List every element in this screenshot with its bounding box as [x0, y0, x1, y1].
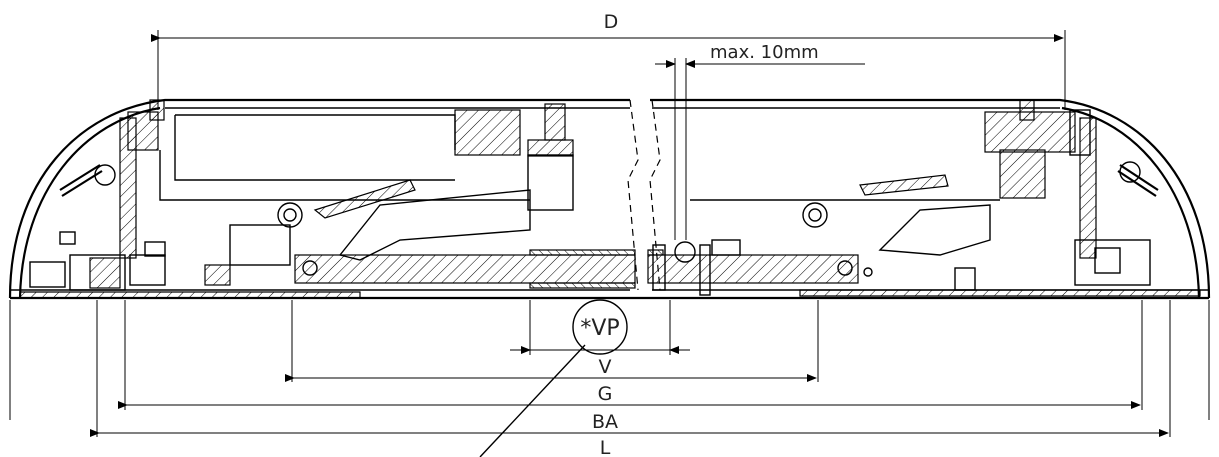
dimension-D-label: D — [604, 11, 619, 33]
vp-callout — [479, 299, 628, 457]
dimension-L-label: L — [600, 437, 611, 457]
sash-bar — [294, 99, 859, 296]
extension-lines — [9, 30, 1210, 437]
right-mechanism — [690, 99, 1201, 297]
max-gap-label: max. 10mm — [710, 42, 819, 63]
vp-label: *VP — [580, 316, 619, 341]
dimension-G-label: G — [598, 383, 613, 405]
dimension-V-label: V — [599, 356, 612, 378]
left-mechanism — [19, 99, 574, 299]
dimension-BA-label: BA — [592, 411, 618, 433]
dimension-lines — [90, 34, 1169, 437]
